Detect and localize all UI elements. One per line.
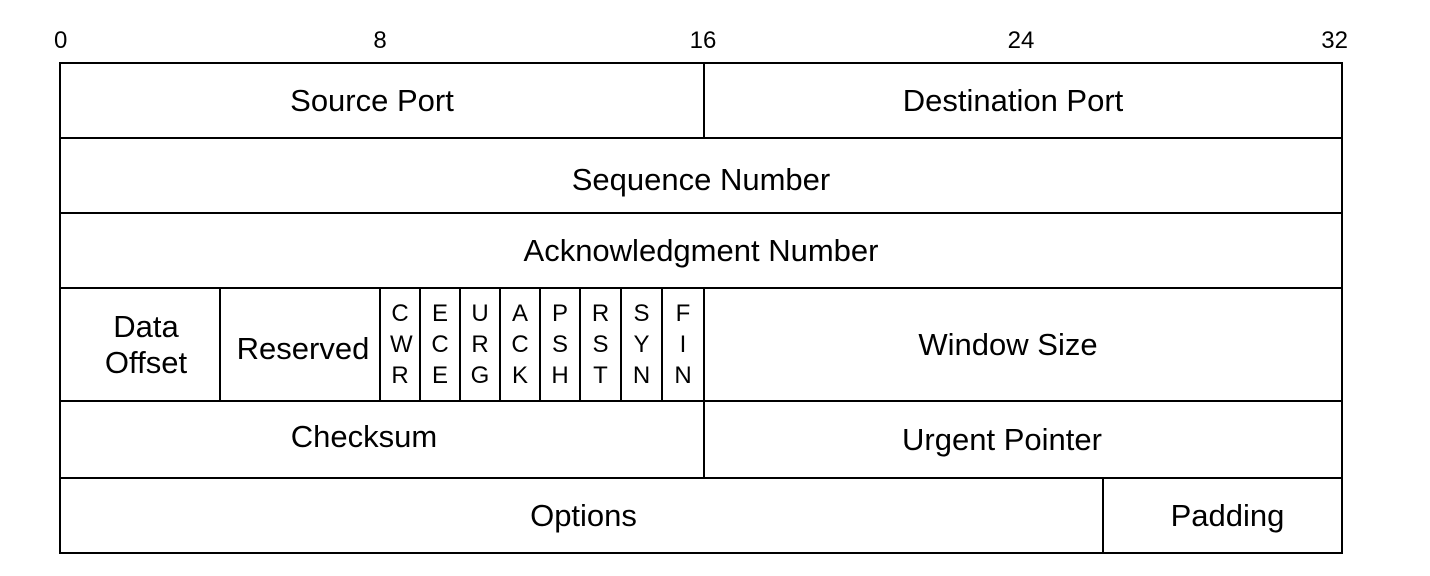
header-outer-border <box>59 62 1343 554</box>
options-field: Options <box>60 478 1103 553</box>
window-size-label: Window Size <box>918 326 1098 362</box>
flag-cwr-label: CWR <box>390 300 413 389</box>
options-label: Options <box>530 497 637 533</box>
urgent-pointer-field: Urgent Pointer <box>704 401 1342 478</box>
sequence-number-field: Sequence Number <box>60 138 1342 222</box>
reserved-field: Reserved <box>220 288 380 401</box>
flag-psh-label: PSH <box>551 300 569 389</box>
bit-ruler-label-8: 8 <box>373 27 387 54</box>
destination-port-field: Destination Port <box>704 63 1342 138</box>
flag-fin: FIN <box>662 288 704 401</box>
flag-urg-label: URG <box>470 300 490 389</box>
flag-ack-label: ACK <box>511 300 529 389</box>
data-offset-field: Data Offset <box>60 288 220 401</box>
urgent-pointer-label: Urgent Pointer <box>902 421 1102 457</box>
flag-urg: URG <box>460 288 500 401</box>
flag-ece: ECE <box>420 288 460 401</box>
sequence-number-label: Sequence Number <box>571 162 831 197</box>
flag-rst-label: RST <box>591 300 610 389</box>
destination-port-label: Destination Port <box>902 82 1124 118</box>
data-offset-label: Data Offset <box>104 308 188 380</box>
reserved-label: Reserved <box>236 330 370 366</box>
flag-syn: SYN <box>621 288 662 401</box>
bit-ruler-label-32: 32 <box>1321 27 1348 54</box>
flag-ack: ACK <box>500 288 540 401</box>
padding-field: Padding <box>1103 478 1342 553</box>
source-port-field: Source Port <box>60 63 704 138</box>
acknowledgment-number-field: Acknowledgment Number <box>60 213 1342 288</box>
checksum-label: Checksum <box>290 419 438 454</box>
flag-ece-label: ECE <box>431 300 449 389</box>
bit-ruler-label-24: 24 <box>1007 27 1035 54</box>
source-port-label: Source Port <box>290 82 454 118</box>
flag-psh: PSH <box>540 288 580 401</box>
window-size-field: Window Size <box>704 288 1342 401</box>
checksum-field: Checksum <box>60 401 704 473</box>
flag-rst: RST <box>580 288 621 401</box>
flag-fin-label: FIN <box>674 300 692 389</box>
bit-ruler-label-16: 16 <box>689 27 717 54</box>
bit-ruler-label-0: 0 <box>54 27 68 54</box>
flag-cwr: CWR <box>380 288 420 401</box>
flag-syn-label: SYN <box>632 300 651 389</box>
acknowledgment-number-label: Acknowledgment Number <box>523 232 879 268</box>
padding-label: Padding <box>1170 497 1285 533</box>
